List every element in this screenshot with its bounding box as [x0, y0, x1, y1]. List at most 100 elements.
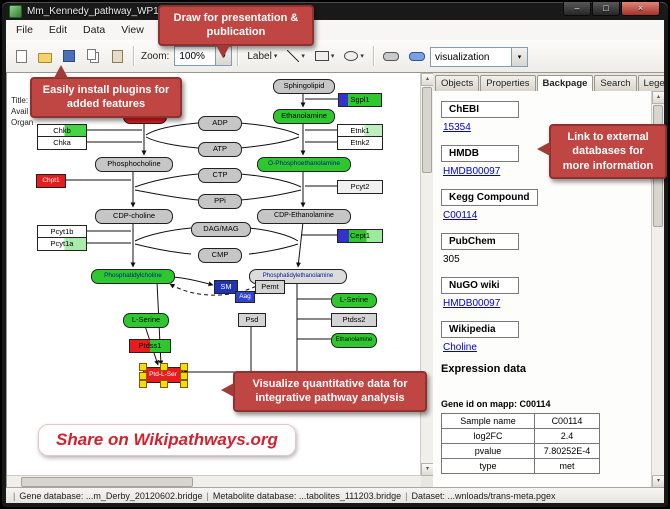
pathway-node-chka[interactable]: Chka [37, 136, 87, 150]
pathway-node-sm[interactable]: SM [214, 280, 238, 294]
tab-backpage[interactable]: Backpage [536, 75, 594, 91]
pathway-node-ptd-l-ser[interactable]: Ptd-L-Ser [139, 363, 188, 388]
selection-handle[interactable] [180, 363, 188, 371]
selection-handle[interactable] [139, 380, 147, 388]
pathway-node-cmp[interactable]: CMP [198, 248, 242, 263]
expression-cell: Sample name [441, 413, 535, 429]
minimize-button[interactable]: – [563, 2, 591, 16]
pathway-attribute: Avail [11, 107, 29, 116]
expression-data-title: Expression data [441, 363, 526, 375]
new-pathway-button[interactable] [10, 45, 32, 67]
scroll-up-icon[interactable]: ▴ [421, 73, 433, 86]
pathway-node-sgpl1[interactable]: Sgpl1 [338, 93, 382, 107]
rectangle-tool-button[interactable]: ▾ [311, 45, 339, 67]
pathway-node-pcyt2[interactable]: Pcyt2 [337, 180, 383, 194]
scroll-down-icon[interactable]: ▾ [421, 463, 433, 476]
expression-cell: pvalue [441, 443, 535, 459]
pathway-node-ethanolamine[interactable]: Ethanolamine [331, 333, 377, 348]
expression-cell: log2FC [441, 428, 535, 444]
paste-button[interactable] [106, 45, 128, 67]
status-segment: Dataset: ...wnloads/trans-meta.pgex [411, 490, 556, 501]
pathway-node-o-phosphoethanolamine[interactable]: O-Phosphoethanolamine [257, 157, 351, 172]
scrollbar-thumb[interactable] [422, 87, 432, 173]
menu-view[interactable]: View [121, 24, 144, 36]
pathway-node-ctp[interactable]: CTP [198, 168, 242, 183]
pathway-node-cdp-ethanolamine[interactable]: CDP-Ethanolamine [257, 209, 351, 224]
gene-product-template-button[interactable] [379, 45, 403, 67]
chevron-down-icon: ▾ [301, 53, 305, 60]
page-icon [15, 49, 27, 63]
tab-properties[interactable]: Properties [480, 75, 536, 91]
selection-handle[interactable] [180, 372, 188, 380]
pathway-node-chpt1[interactable]: Chpt1 [36, 174, 66, 188]
pathway-node-atp[interactable]: ATP [198, 142, 242, 157]
selection-handle[interactable] [160, 363, 168, 371]
menu-data[interactable]: Data [83, 24, 106, 36]
scrollbar-thumb[interactable] [21, 477, 193, 487]
tab-search[interactable]: Search [594, 75, 637, 91]
save-pathway-button[interactable] [58, 45, 80, 67]
label-tool-button[interactable]: Label▾ [243, 45, 281, 67]
chevron-down-icon[interactable]: ▾ [511, 48, 527, 66]
db-link[interactable]: HMDB00097 [443, 166, 501, 177]
pathway-node-ptdss2[interactable]: Ptdss2 [331, 313, 377, 327]
selection-handle[interactable] [139, 363, 147, 371]
oval-tool-button[interactable]: ▾ [340, 45, 368, 67]
pathway-node-dag-mag[interactable]: DAG/MAG [191, 222, 251, 237]
window-title: Mm_Kennedy_pathway_WP1771_45176.gpml [27, 5, 234, 17]
pathway-node-ethanolamine[interactable]: Ethanolamine [273, 109, 335, 124]
side-panel: ObjectsPropertiesBackpageSearchLegend Ch… [433, 72, 664, 488]
pathway-node-l-serine[interactable]: L-Serine [331, 293, 377, 308]
callout-text: Link to external databases for more info… [562, 131, 654, 172]
open-pathway-button[interactable] [34, 45, 56, 67]
copy-button[interactable] [82, 45, 104, 67]
pathway-node-phosphocholine[interactable]: Phosphocholine [95, 157, 173, 172]
pathway-node-sphingolipid[interactable]: Sphingolipid [273, 79, 335, 94]
menu-file[interactable]: File [16, 24, 33, 36]
visualization-combobox[interactable]: visualization▾ [430, 47, 528, 67]
pathway-node-phosphatidylcholine[interactable]: Phosphatidylcholine [91, 269, 175, 284]
pathway-node-cdp-choline[interactable]: CDP-choline [95, 209, 173, 224]
pathway-attribute: Organ [11, 118, 34, 127]
canvas-horizontal-scrollbar[interactable] [7, 475, 421, 488]
chevron-down-icon: ▾ [273, 53, 278, 60]
selection-handle[interactable] [160, 380, 168, 388]
line-tool-button[interactable]: ▾ [283, 45, 309, 67]
pathway-node-psd[interactable]: Psd [238, 313, 266, 327]
folder-icon [38, 52, 52, 63]
pathway-node-etnk2[interactable]: Etnk2 [337, 136, 383, 150]
db-value: 305 [443, 254, 460, 265]
menu-edit[interactable]: Edit [48, 24, 68, 36]
scroll-up-icon[interactable]: ▴ [652, 91, 664, 104]
oval-icon [344, 51, 359, 61]
tab-legend[interactable]: Legend [637, 75, 664, 91]
db-header: ChEBI [441, 101, 519, 118]
pathway-node-ppi[interactable]: PPi [198, 194, 242, 209]
backpage-section: ChEBI 15354 [441, 99, 648, 133]
pathway-node-l-serine[interactable]: L-Serine [123, 313, 169, 328]
db-link[interactable]: C00114 [443, 210, 478, 221]
close-button[interactable]: × [621, 2, 660, 16]
window-titlebar[interactable]: Mm_Kennedy_pathway_WP1771_45176.gpml – □… [2, 2, 668, 20]
db-link[interactable]: HMDB00097 [443, 298, 501, 309]
tab-objects[interactable]: Objects [435, 75, 480, 91]
rect-icon [314, 51, 329, 61]
expression-cell: 7.80252E-4 [534, 443, 600, 459]
pathway-node-pcyt1a[interactable]: Pcyt1a [37, 237, 87, 251]
pathway-node-cept1[interactable]: Cept1 [337, 229, 383, 243]
maximize-button[interactable]: □ [592, 2, 620, 16]
selection-handle[interactable] [139, 372, 147, 380]
metabolite-template-button[interactable] [405, 45, 429, 67]
db-link[interactable]: 15354 [443, 122, 471, 133]
callout-install-plugins: Easily install plugins for added feature… [30, 65, 182, 118]
pathway-node-adp[interactable]: ADP [198, 116, 242, 131]
pathway-node-pemt[interactable]: Pemt [255, 280, 285, 294]
pathway-node-aag[interactable]: Aag [235, 291, 255, 303]
db-link[interactable]: Choline [443, 342, 477, 353]
selection-handle[interactable] [180, 380, 188, 388]
pathway-node-ptdss1[interactable]: Ptdss1 [129, 339, 171, 353]
